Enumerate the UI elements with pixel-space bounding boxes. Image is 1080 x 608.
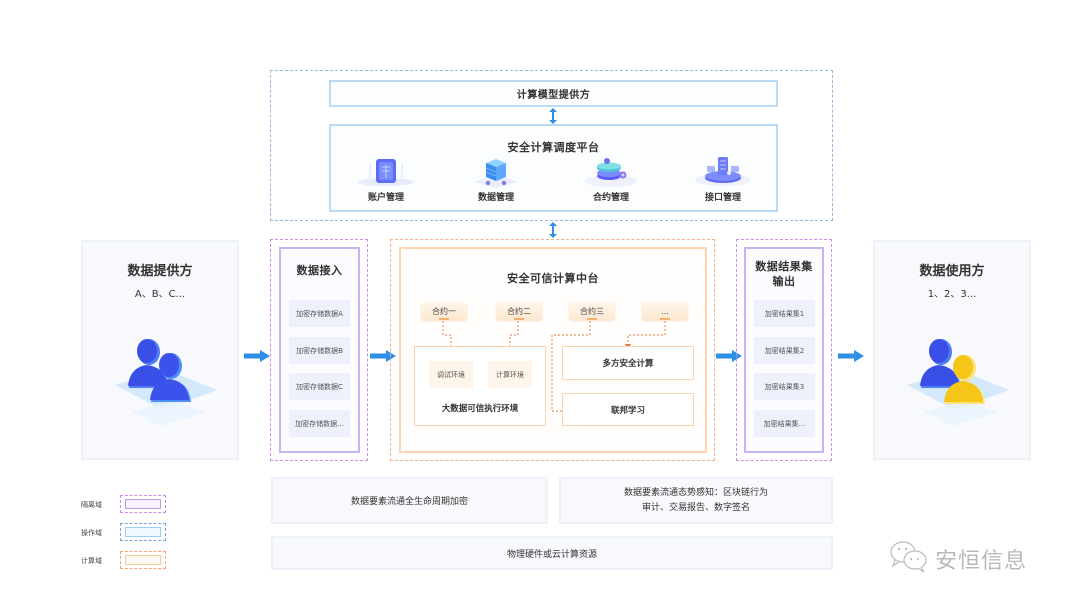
- result-output-title-line2: 输出: [772, 275, 796, 288]
- watermark-text: 安恒信息: [935, 549, 1028, 574]
- legend-operation-label: 操作域: [81, 529, 102, 537]
- contract-management-label: 合约管理: [592, 193, 629, 203]
- mpc-box: 多方安全计算: [562, 346, 694, 380]
- legend-compute-label: 计算域: [81, 557, 102, 565]
- arrow-right-icon: [716, 350, 742, 362]
- hardware-resource-label: 物理硬件或云计算资源: [506, 549, 597, 560]
- result-output-panel: 数据结果集 输出 加密结果集1 加密结果集2 加密结果集3 加密结果集...: [744, 247, 824, 453]
- hardware-resource-bar: 物理硬件或云计算资源: [271, 536, 833, 570]
- contract-one: 合约一: [421, 302, 467, 320]
- contract-management: 合约管理: [566, 154, 656, 214]
- legend-compute-swatch: [120, 551, 166, 569]
- compute-domain: [390, 239, 715, 461]
- lifecycle-encryption-label: 数据要素流通全生命周期加密: [350, 497, 468, 507]
- model-provider-label: 计算模型提供方: [516, 90, 591, 101]
- contract-two: 合约二: [496, 302, 542, 320]
- ingest-item: 加密存储数据B: [289, 337, 350, 364]
- situation-awareness-line1: 数据要素流通态势感知：区块链行为: [623, 487, 768, 498]
- lifecycle-encryption-bar: 数据要素流通全生命周期加密: [271, 477, 548, 524]
- result-output-title-line1: 数据结果集: [755, 260, 813, 273]
- interface-management-icon: [693, 154, 753, 188]
- legend-operation-swatch: [120, 523, 166, 541]
- arrow-right-icon: [370, 350, 396, 362]
- federated-learning-label: 联邦学习: [610, 405, 645, 416]
- situation-awareness-bar: 数据要素流通态势感知：区块链行为 审计、交易报告、数字签名: [559, 477, 833, 524]
- account-management-label: 账户管理: [367, 193, 404, 203]
- contract-management-icon: [581, 154, 641, 188]
- data-provider-panel: 数据提供方 A、B、C...: [81, 240, 239, 460]
- isolation-domain-output: [736, 239, 832, 461]
- interface-management-label: 接口管理: [704, 193, 741, 203]
- ingest-item: 加密存储数据C: [289, 373, 350, 400]
- output-item: 加密结果集2: [754, 337, 815, 364]
- data-ingest-title: 数据接入: [296, 264, 343, 277]
- output-item: 加密结果集...: [754, 410, 815, 437]
- data-consumer-subtitle: 1、2、3...: [927, 289, 977, 300]
- mpc-label: 多方安全计算: [602, 359, 654, 369]
- middle-platform-title: 安全可信计算中台: [507, 272, 599, 285]
- data-management-icon: [466, 154, 526, 188]
- output-item: 加密结果集1: [754, 300, 815, 327]
- bigdata-trusted-env: 调试环境 计算环境 大数据可信执行环境: [414, 346, 546, 426]
- compute-env: 计算环境: [488, 361, 532, 388]
- contract-three: 合约三: [569, 302, 615, 320]
- double-arrow-icon: [549, 108, 557, 124]
- legend-isolation-swatch: [120, 495, 166, 513]
- debug-env: 调试环境: [429, 361, 473, 388]
- arrow-right-icon: [838, 350, 864, 362]
- data-management-label: 数据管理: [477, 193, 514, 203]
- account-management-icon: [356, 154, 416, 188]
- situation-awareness-line2: 审计、交易报告、数字签名: [641, 502, 750, 513]
- users-icon: [115, 339, 217, 426]
- operation-domain: [270, 70, 833, 221]
- federated-learning-box: 联邦学习: [562, 393, 694, 426]
- trusted-computing-middle-platform: 安全可信计算中台 合约一 合约二 合约三 ... 调试环境 计算环境 大数据可信…: [399, 247, 707, 453]
- data-provider-title: 数据提供方: [127, 264, 193, 279]
- bigdata-env-title: 大数据可信执行环境: [441, 404, 519, 414]
- double-arrow-icon: [549, 222, 557, 238]
- legend-isolation-label: 隔离域: [81, 501, 102, 509]
- data-ingest-panel: 数据接入 加密存储数据A 加密存储数据B 加密存储数据C 加密存储数据...: [279, 247, 360, 453]
- users-icon: [907, 339, 1009, 426]
- data-provider-subtitle: A、B、C...: [134, 289, 186, 300]
- security-scheduling-platform: 安全计算调度平台 账户管理: [329, 124, 778, 212]
- contract-more: ...: [642, 302, 688, 320]
- data-consumer-panel: 数据使用方 1、2、3...: [873, 240, 1031, 460]
- wechat-icon: [890, 541, 927, 573]
- interface-management: 接口管理: [678, 154, 768, 214]
- account-management: 账户管理: [341, 154, 431, 214]
- data-management: 数据管理: [451, 154, 541, 214]
- ingest-item: 加密存储数据A: [289, 300, 350, 327]
- ingest-item: 加密存储数据...: [289, 410, 350, 437]
- model-provider-box: 计算模型提供方: [329, 80, 778, 107]
- output-item: 加密结果集3: [754, 373, 815, 400]
- platform-title: 安全计算调度平台: [507, 141, 600, 154]
- isolation-domain-ingest: [270, 239, 368, 461]
- data-consumer-title: 数据使用方: [919, 264, 985, 279]
- arrow-right-icon: [244, 350, 270, 362]
